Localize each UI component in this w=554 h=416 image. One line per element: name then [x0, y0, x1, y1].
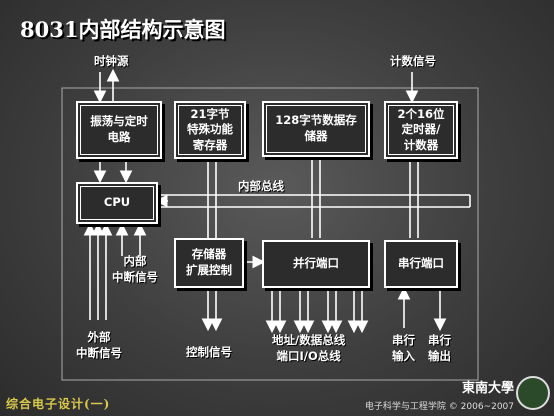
university-logo-icon: [516, 376, 550, 410]
internal-interrupt-label: 内部 中断信号: [112, 254, 158, 284]
memory-extension-block: 存储器 扩展控制: [174, 238, 244, 288]
external-interrupt-label: 外部 中断信号: [76, 330, 122, 360]
course-title: 综合电子设计(一): [6, 397, 111, 411]
control-signal-label: 控制信号: [186, 345, 232, 359]
clock-source-label: 时钟源: [94, 54, 129, 68]
university-name: 東南大學: [461, 381, 514, 396]
ram-block: 128字节数据存 储器: [262, 101, 370, 157]
serial-output-label: 串行 输出: [428, 333, 451, 363]
count-signal-label: 计数信号: [390, 54, 436, 68]
serial-input-label: 串行 输入: [392, 333, 415, 363]
school-name: 电子科学与工程学院 © 2006~2007: [364, 402, 514, 412]
address-data-bus-label: 地址/数据总线 端口I/O总线: [272, 333, 346, 363]
timer-block: 2个16位 定时器/ 计数器: [384, 101, 458, 159]
serial-port-block: 串行端口: [384, 240, 458, 288]
page-title: 8031内部结构示意图: [20, 17, 226, 42]
parallel-port-block: 并行端口: [262, 240, 370, 288]
cpu-block: CPU: [76, 182, 158, 224]
internal-bus-label: 内部总线: [238, 179, 284, 193]
oscillator-block: 振荡与定时 电路: [76, 101, 162, 159]
sfr-block: 21字节 特殊功能 寄存器: [174, 101, 246, 159]
